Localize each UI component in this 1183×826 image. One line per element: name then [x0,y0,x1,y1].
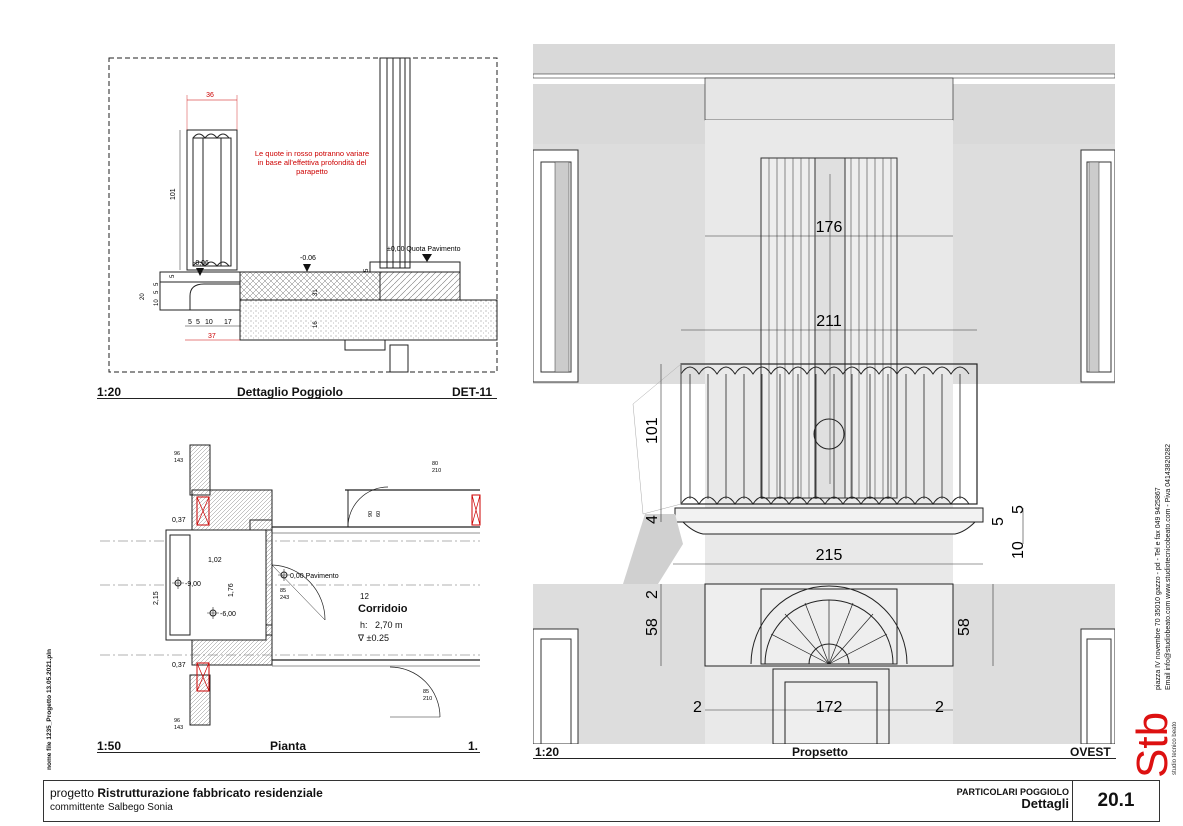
elev-dim-172: 172 [816,699,843,716]
plan-win-143a: 143 [174,458,183,464]
plan-dim-037-bottom: 0,37 [172,662,186,669]
detail-level-mid: -0.06 [300,255,316,262]
plan-level-minus6: -6,00 [220,611,236,618]
elev-dim-215: 215 [816,547,843,564]
elevation-title: Propsetto [792,745,849,759]
detail-dim-b5a: 5 [188,319,192,326]
elev-dim-58-left: 58 [644,618,661,636]
sheet-number: 20.1 [1072,781,1159,821]
detail-dim-b5b: 5 [196,319,200,326]
plan-scale: 1:50 [97,739,122,753]
room-level: ∇ ±0.25 [358,633,389,643]
room-name: Corridoio [358,603,408,615]
plan-dim-102: 1,02 [208,557,222,564]
elev-dim-2-left: 2 [644,590,661,599]
detail-dim-b10: 10 [205,319,213,326]
plan-dim-215: 2,15 [153,591,160,605]
plan-door-210b: 210 [423,696,432,702]
plan-dim-176: 1,76 [228,583,235,597]
plan-door-80: 80 [432,461,438,467]
elevation-drawing: 176 211 101 4 5 5 215 10 2 58 58 2 172 2 [533,44,1115,744]
project-name: Ristrutturazione fabbricato residenziale [97,786,323,800]
detail-dim-5a: 5 [154,290,160,294]
detail-dim-small-b: 5 [364,268,370,272]
plan-door-85b: 85 [423,689,429,695]
plan-drawing: 0,37 0,37 1,02 1,76 2,15 -9,00 -6,00 0,0… [100,444,481,731]
detail-scale: 1:20 [97,385,122,399]
detail-dim-37: 37 [208,333,216,340]
elevation-scale: 1:20 [535,745,560,759]
elev-dim-58-right: 58 [956,618,973,636]
detail-code: DET-11 [452,385,493,399]
detail-dim-small-a: 5 [170,274,176,278]
elev-dim-5b: 5 [990,517,1007,526]
detail-dim-101: 101 [170,188,177,200]
plan-title: Pianta [270,739,307,753]
elev-dim-211: 211 [816,313,842,330]
detail-dim-5b: 5 [154,282,160,286]
sheet-info: PARTICOLARI POGGIOLO Dettagli [956,787,1069,811]
detail-dim-36: 36 [206,92,214,99]
plan-door-90: 90 [368,511,374,517]
elev-dim-10: 10 [1010,541,1027,559]
elev-dim-5a: 5 [1010,505,1027,514]
detail-dim-20: 20 [140,293,146,300]
room-height: h: 2,70 m [360,620,403,630]
plan-level-floor: 0,00 Pavimento [290,573,339,580]
plan-door-60: 60 [376,511,382,517]
title-block: progetto Ristrutturazione fabbricato res… [43,780,1160,822]
plan-door-85a: 85 [280,588,286,594]
plan-win-96b: 96 [174,718,180,724]
detail-dim-10: 10 [154,299,160,306]
room-number: 12 [360,592,369,601]
sheet-subtitle: PARTICOLARI POGGIOLO [956,787,1069,797]
plan-level-minus9: -9,00 [185,581,201,588]
title-block-project: progetto Ristrutturazione fabbricato res… [50,787,323,814]
elev-dim-2-bl: 2 [693,699,702,716]
plan-dim-037-top: 0,37 [172,517,186,524]
studio-address: piazza IV novembre 70 35010 gazzo - pd -… [1155,487,1162,690]
client-label: committente [50,802,105,813]
studio-logo: Stb [1128,711,1177,778]
detail-title: Dettaglio Poggiolo [237,385,343,399]
studio-web: Email info@studiobeato.com www.studiotec… [1165,443,1172,690]
elev-dim-176: 176 [816,219,843,236]
detail-section-drawing: 36 101 -0,06 -0.06 ±0,00 Quota Pavimento… [108,57,498,373]
elev-dim-101: 101 [644,417,661,444]
project-label: progetto [50,786,95,800]
elev-dim-4: 4 [644,515,661,524]
side-file-name: nome file 1235_Progetto 13.05.2021.pln [46,648,53,770]
detail-level-left: -0,06 [193,260,209,267]
sheet-title: Dettagli [1021,796,1069,811]
detail-note: Le quote in rosso potranno variare in ba… [254,149,370,176]
plan-door-243: 243 [280,595,289,601]
plan-win-143b: 143 [174,725,183,731]
plan-code: 1. [468,739,479,753]
detail-dim-16: 16 [313,321,319,328]
plan-win-96a: 96 [174,451,180,457]
client-name: Salbego Sonia [107,802,173,813]
plan-door-210a: 210 [432,468,441,474]
detail-dim-b17: 17 [224,319,232,326]
elevation-code: OVEST [1070,745,1111,759]
detail-level-right: ±0,00 Quota Pavimento [387,246,461,253]
elev-dim-2-br: 2 [935,699,944,716]
detail-dim-31: 31 [313,289,319,296]
studio-logo-sub: studio tecnico beato [1172,721,1178,775]
